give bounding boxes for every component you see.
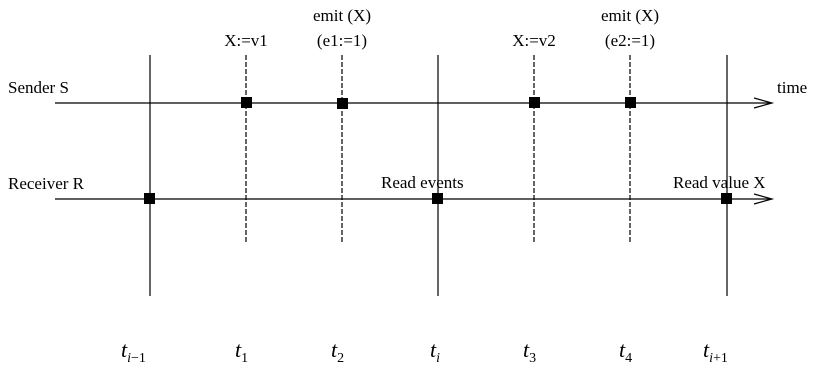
- receiver-timeline: [55, 193, 775, 205]
- time-label-t-i-minus-1: ti−1: [121, 337, 146, 366]
- time-label-t2: t2: [331, 337, 344, 366]
- event-marker-sender-t4: [625, 97, 636, 108]
- sender-label: Sender S: [8, 78, 69, 97]
- annotation-t3: X:=v2: [512, 31, 556, 50]
- event-marker-sender-t1: [241, 97, 252, 108]
- annotation-t2-line2: (e1:=1): [317, 31, 367, 50]
- time-label-t-i-plus-1: ti+1: [703, 337, 728, 366]
- receiver-arrowhead-icon: [753, 193, 775, 205]
- event-marker-receiver-t-i-plus-1: [721, 193, 732, 204]
- sender-arrowhead-icon: [753, 97, 775, 109]
- annotation-read-value: Read value X: [673, 173, 766, 192]
- time-label-t1: t1: [235, 337, 248, 366]
- annotation-t2-line1: emit (X): [313, 6, 371, 25]
- receiver-label: Receiver R: [8, 174, 85, 193]
- annotation-t4-line1: emit (X): [601, 6, 659, 25]
- time-label-t3: t3: [523, 337, 536, 366]
- time-axis-label: time: [777, 78, 807, 97]
- event-marker-sender-t3: [529, 97, 540, 108]
- event-marker-sender-t2: [337, 98, 348, 109]
- annotation-t4-line2: (e2:=1): [605, 31, 655, 50]
- annotation-t1: X:=v1: [224, 31, 268, 50]
- time-label-t-i: ti: [430, 337, 440, 366]
- annotation-read-events: Read events: [381, 173, 464, 192]
- event-marker-receiver-t-i-minus-1: [144, 193, 155, 204]
- time-label-t4: t4: [619, 337, 632, 366]
- sender-timeline: [55, 97, 775, 109]
- event-marker-receiver-t-i: [432, 193, 443, 204]
